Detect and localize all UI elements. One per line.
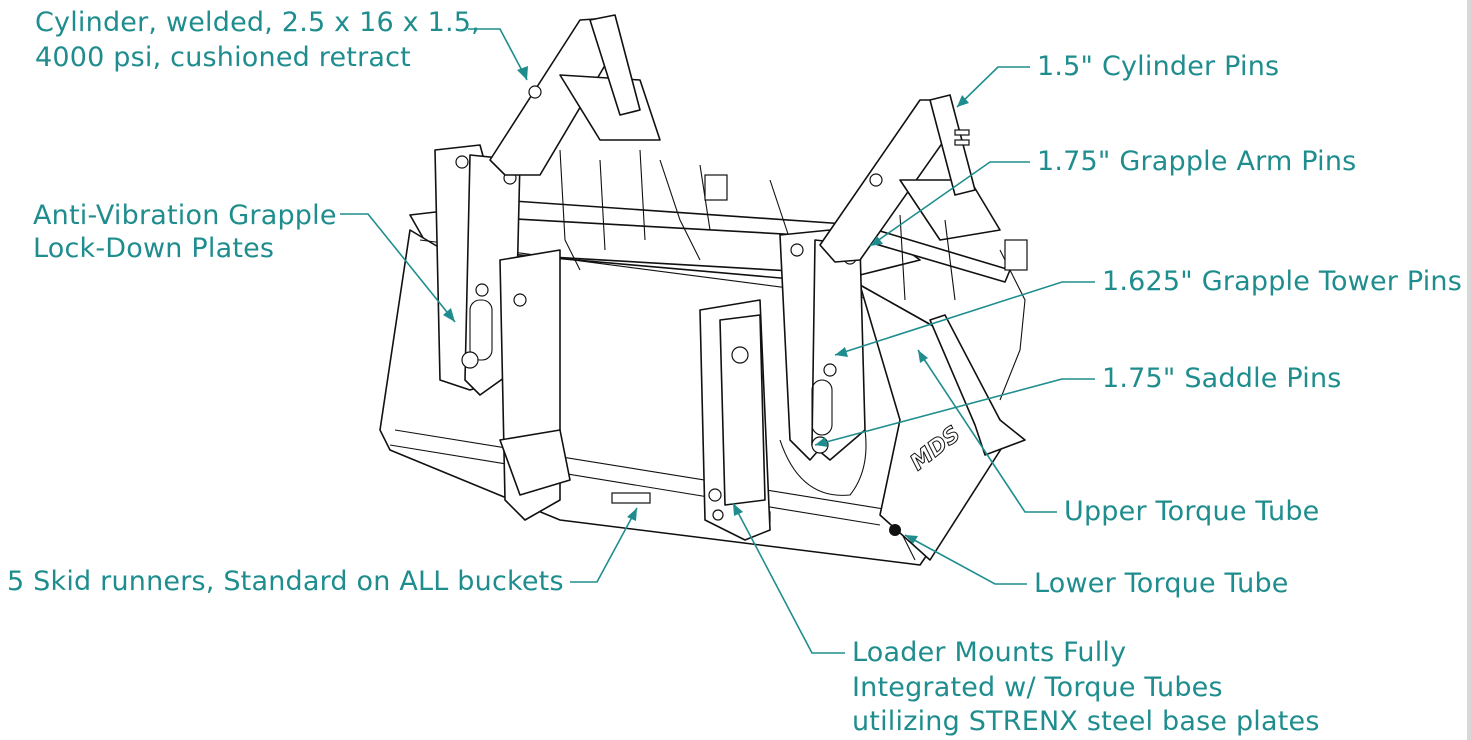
leader-lower-torque-tube bbox=[904, 534, 1027, 585]
callout-upper-torque-tube: Upper Torque Tube bbox=[1064, 496, 1320, 527]
leader-cylinder bbox=[468, 28, 528, 81]
left-grapple-arm bbox=[489, 14, 661, 271]
right-border bbox=[1467, 0, 1471, 740]
callout-anti-vibration-line2: Lock-Down Plates bbox=[33, 233, 275, 264]
callout-skid-runners: 5 Skid runners, Standard on ALL buckets bbox=[7, 566, 564, 597]
callout-lower-torque-tube: Lower Torque Tube bbox=[1034, 568, 1289, 599]
leader-loader-mounts bbox=[732, 502, 845, 654]
leader-grapple-tower-pins bbox=[834, 281, 1095, 356]
leader-lines bbox=[340, 28, 1095, 654]
right-mount bbox=[779, 229, 867, 496]
callout-cylinder-line1: Cylinder, welded, 2.5 x 16 x 1.5, bbox=[35, 7, 480, 38]
callout-cylinder-line2: 4000 psi, cushioned retract bbox=[35, 42, 411, 73]
leader-grapple-arm-pins bbox=[869, 161, 1030, 247]
leader-upper-torque-tube bbox=[917, 349, 1057, 513]
callout-loader-mounts-line3: utilizing STRENX steel base plates bbox=[852, 706, 1320, 737]
callout-cylinder-pins: 1.5" Cylinder Pins bbox=[1037, 51, 1280, 82]
leader-anti-vibration bbox=[340, 213, 456, 323]
lower-torque-tube-end bbox=[889, 524, 901, 536]
callout-grapple-arm-pins: 1.75" Grapple Arm Pins bbox=[1037, 146, 1357, 177]
callout-grapple-tower-pins: 1.625" Grapple Tower Pins bbox=[1102, 266, 1463, 297]
callout-loader-mounts-line1: Loader Mounts Fully bbox=[852, 637, 1127, 668]
left-mount bbox=[434, 144, 571, 521]
callout-saddle-pins: 1.75" Saddle Pins bbox=[1102, 363, 1342, 394]
center-mount bbox=[659, 159, 791, 541]
callout-anti-vibration-line1: Anti-Vibration Grapple bbox=[33, 200, 337, 231]
leader-skid-runners bbox=[570, 507, 638, 583]
leader-cylinder-pins bbox=[956, 66, 1030, 108]
callout-loader-mounts-line2: Integrated w/ Torque Tubes bbox=[852, 672, 1223, 703]
leader-saddle-pins bbox=[814, 378, 1095, 446]
right-grapple-arm bbox=[819, 94, 1028, 401]
